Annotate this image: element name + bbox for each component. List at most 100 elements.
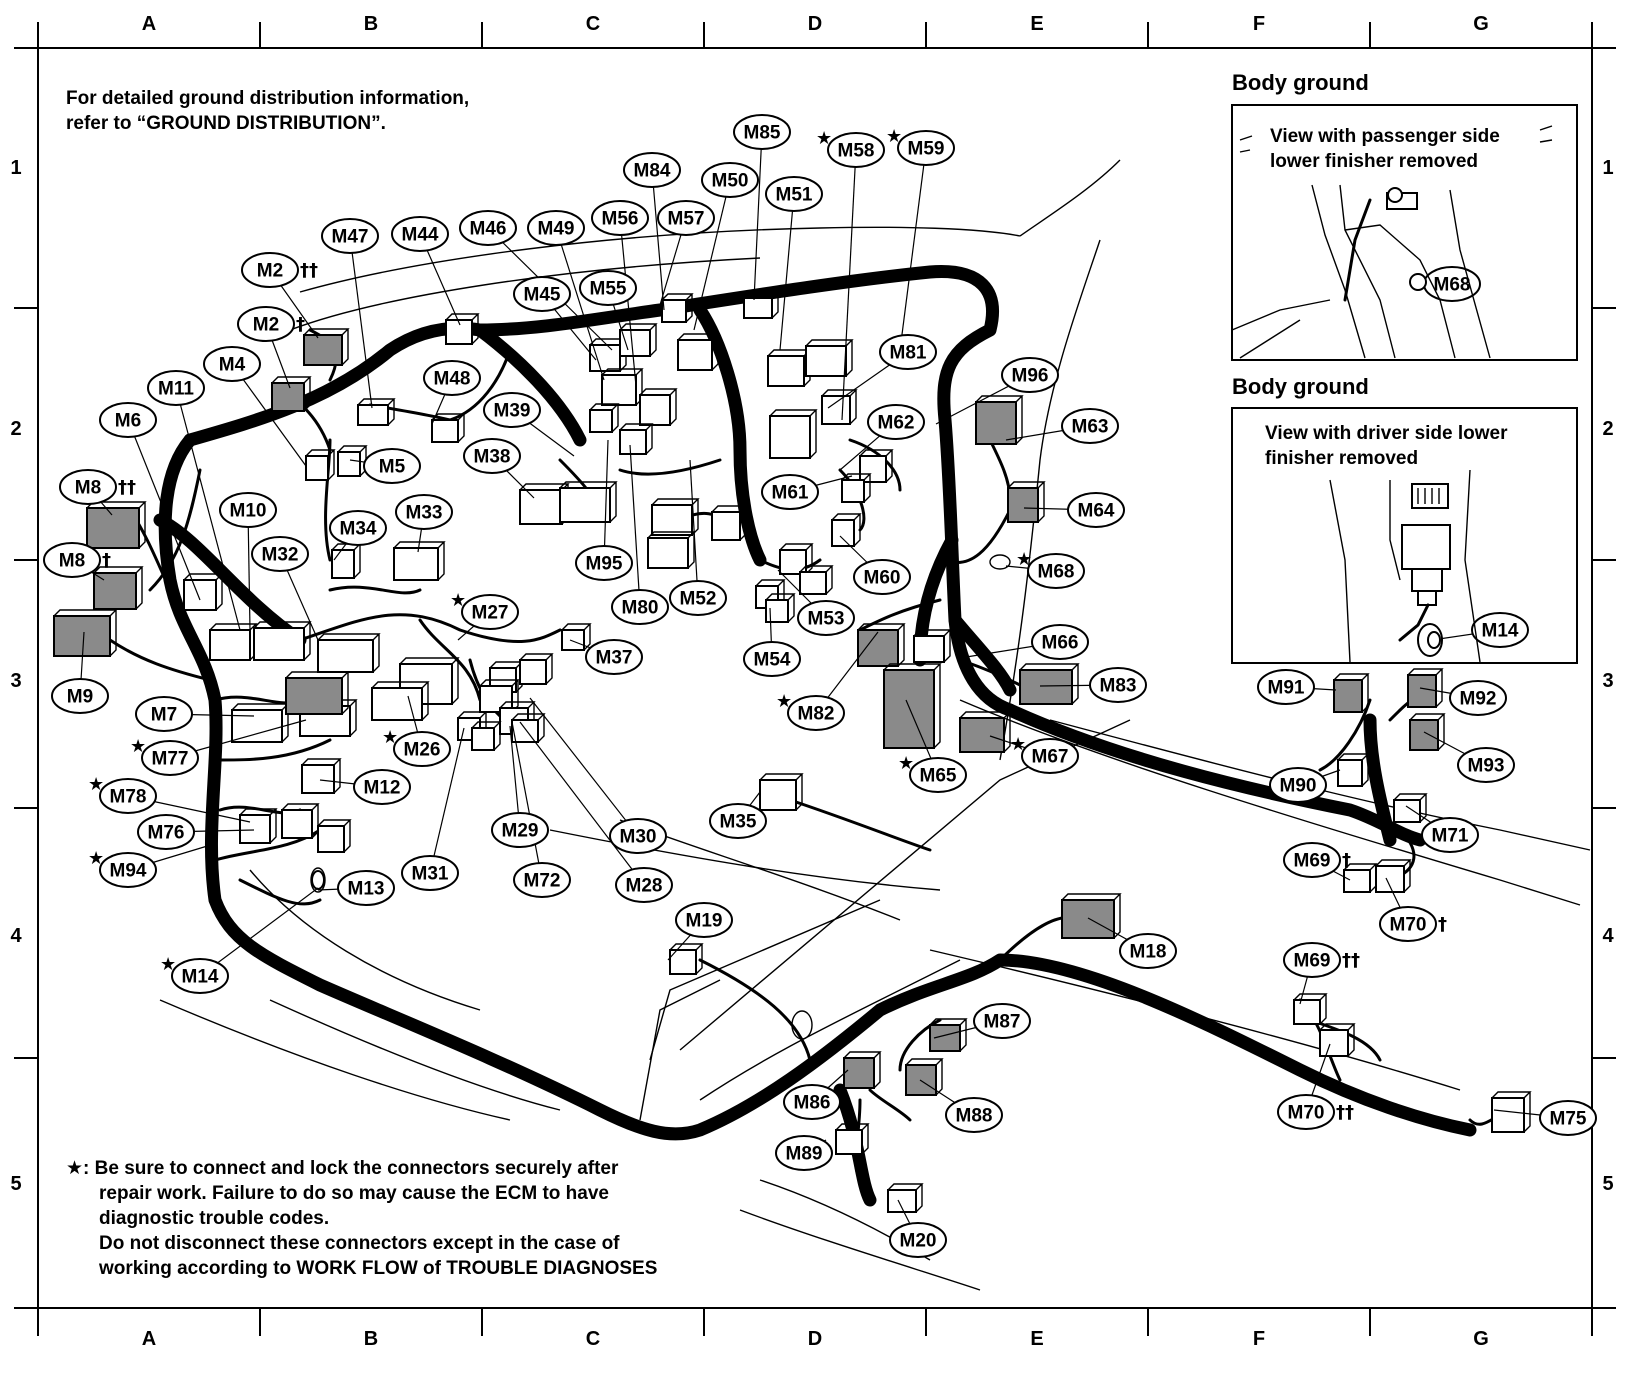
star-marker: ★	[886, 126, 902, 147]
connector-body	[511, 719, 539, 743]
connector-label-m52: M52	[669, 580, 727, 616]
connector-body-edge	[619, 423, 654, 455]
connector-label-m93: M93	[1457, 747, 1515, 783]
connector-label-m39: M39	[483, 392, 541, 428]
connector-body-edge	[1019, 663, 1080, 705]
svg-text:M4: M4	[219, 355, 246, 376]
svg-text:M30: M30	[620, 827, 657, 848]
svg-text:M5: M5	[379, 457, 406, 478]
note-line: Do not disconnect these connectors excep…	[99, 1233, 620, 1254]
connector-body-edge	[661, 293, 694, 323]
leader-line	[689, 459, 699, 599]
connector-label-m66: M66	[1031, 624, 1089, 660]
svg-text:M10: M10	[230, 501, 267, 522]
star-marker: ★:	[66, 1158, 90, 1179]
leader-line	[619, 217, 637, 387]
connector-body-edge	[1333, 673, 1370, 713]
connector-label-m5: M5	[363, 448, 421, 484]
ground-eyelet-icon	[311, 870, 325, 890]
svg-text:M14: M14	[1482, 621, 1519, 642]
svg-text:M77: M77	[152, 749, 189, 770]
connector-label-m38: M38	[463, 438, 521, 474]
svg-text:M70: M70	[1288, 1103, 1325, 1124]
leader-line	[651, 169, 665, 311]
svg-text:M63: M63	[1072, 417, 1109, 438]
connector-body	[743, 297, 773, 319]
body-outline	[159, 159, 1591, 1291]
connector-body-edge	[1319, 1023, 1356, 1057]
connector-body	[93, 572, 137, 610]
dagger-marker: †	[296, 314, 305, 335]
leader-line	[429, 727, 465, 874]
svg-text:M65: M65	[920, 766, 957, 787]
connector-body	[887, 1189, 917, 1213]
svg-text:M66: M66	[1042, 633, 1079, 654]
grid-column-label: C	[586, 1328, 600, 1350]
connector-label-m60: M60	[853, 559, 911, 595]
connector-label-m82: M82★	[776, 691, 845, 731]
connector-body-edge	[913, 629, 952, 663]
connector-label-m37: M37	[585, 639, 643, 675]
svg-text:M57: M57	[668, 209, 705, 230]
connector-label-m71: M71	[1421, 817, 1479, 853]
connector-label-m4: M4	[203, 346, 261, 382]
grid-column-label: E	[1030, 1328, 1043, 1350]
svg-text:M49: M49	[538, 219, 575, 240]
connector-body	[393, 547, 439, 581]
connector-body-edge	[471, 721, 502, 751]
connector-label-m83: M83	[1089, 667, 1147, 703]
svg-text:M61: M61	[772, 483, 809, 504]
leader-line	[127, 419, 201, 601]
svg-text:M55: M55	[590, 279, 627, 300]
connector-caution-note: ★: Be sure to connect and lock the conne…	[66, 1156, 786, 1281]
connector-label-m31: M31	[401, 855, 459, 891]
connector-label-m90: M90	[1269, 767, 1327, 803]
note-line: For detailed ground distribution informa…	[66, 88, 470, 109]
connector-body-edge	[1375, 859, 1412, 893]
connector-body-edge	[765, 593, 796, 623]
connector-body-edge	[301, 758, 342, 794]
connector-body	[821, 395, 851, 425]
note-line: working according to WORK FLOW of TROUBL…	[99, 1258, 658, 1279]
connector-body	[619, 429, 647, 455]
connector-label-m59: M59★	[886, 126, 955, 166]
inset-driver-side	[1231, 407, 1578, 664]
connector-body-edge	[561, 623, 592, 651]
leader-line	[753, 131, 763, 301]
inset-passenger-side	[1231, 104, 1578, 361]
connector-body	[317, 825, 345, 853]
connector-body	[1333, 679, 1363, 713]
star-marker: ★	[88, 848, 104, 869]
connector-body-edge	[589, 403, 620, 433]
connector-label-m8: M8††	[59, 469, 136, 505]
grid-row-label: 2	[10, 418, 21, 440]
connector-label-m69: M69††	[1283, 942, 1360, 978]
connector-label-m2: M2†	[237, 306, 305, 342]
star-marker: ★	[1016, 549, 1032, 570]
star-marker: ★	[160, 954, 176, 975]
connector-body	[647, 537, 689, 569]
connector-body	[589, 409, 613, 433]
connector-body-edge	[711, 505, 748, 541]
svg-text:M38: M38	[474, 447, 511, 468]
connector-label-m30: M30	[609, 818, 667, 854]
connector-label-m8: M8†	[43, 542, 111, 578]
connector-label-m78: M78★	[88, 774, 157, 814]
dagger-marker: ††	[300, 260, 318, 281]
connector-label-m28: M28	[615, 867, 673, 903]
connector-label-m70: M70†	[1379, 906, 1447, 942]
svg-text:M68: M68	[1434, 275, 1471, 296]
svg-text:M50: M50	[712, 171, 749, 192]
svg-text:M19: M19	[686, 911, 723, 932]
svg-text:M18: M18	[1130, 942, 1167, 963]
connector-body	[1019, 669, 1073, 705]
connector-shapes	[53, 291, 1532, 1213]
connector-body	[479, 685, 513, 713]
connector-body	[303, 334, 343, 366]
leader-line	[629, 444, 641, 608]
connector-body-edge	[357, 398, 396, 426]
connector-body	[519, 659, 547, 685]
svg-text:M78: M78	[110, 787, 147, 808]
leader-line	[247, 509, 251, 631]
svg-text:M72: M72	[524, 871, 561, 892]
